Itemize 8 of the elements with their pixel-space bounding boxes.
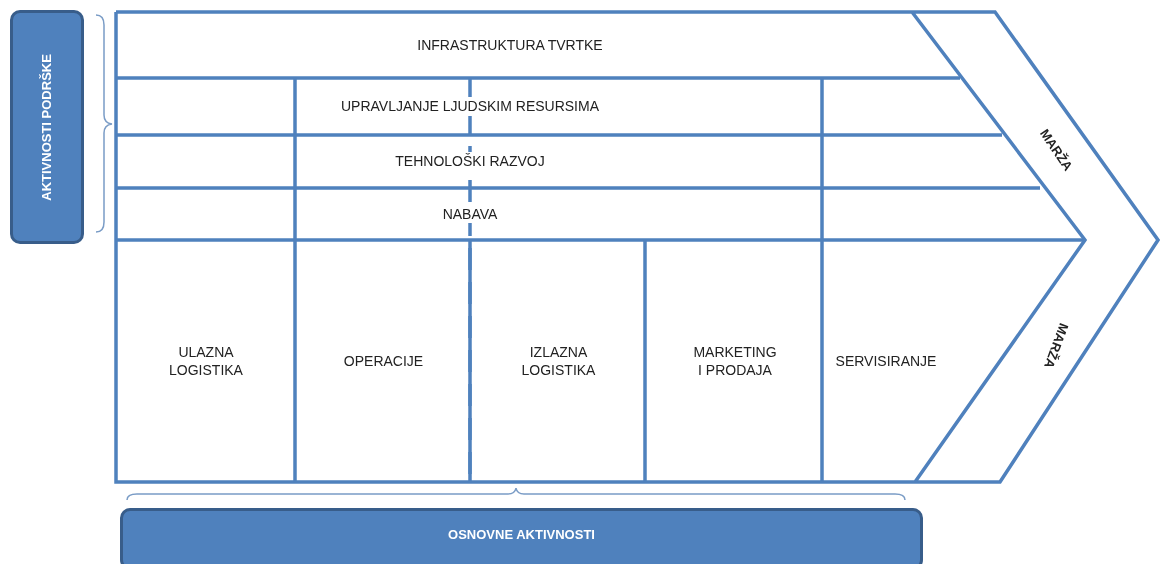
activity-label: MARKETING I PRODAJA (692, 342, 778, 380)
activity-label: IZLAZNA LOGISTIKA (520, 342, 597, 380)
support-activities-box: AKTIVNOSTI PODRŠKE (10, 10, 84, 244)
activity-label: INFRASTRUKTURA TVRTKE (417, 35, 603, 55)
activity-label: ULAZNA LOGISTIKA (168, 342, 244, 380)
activity-label: OPERACIJE (342, 351, 425, 371)
primary-activities-box: OSNOVNE AKTIVNOSTI (120, 508, 923, 564)
activity-label: SERVISIRANJE (835, 351, 937, 371)
